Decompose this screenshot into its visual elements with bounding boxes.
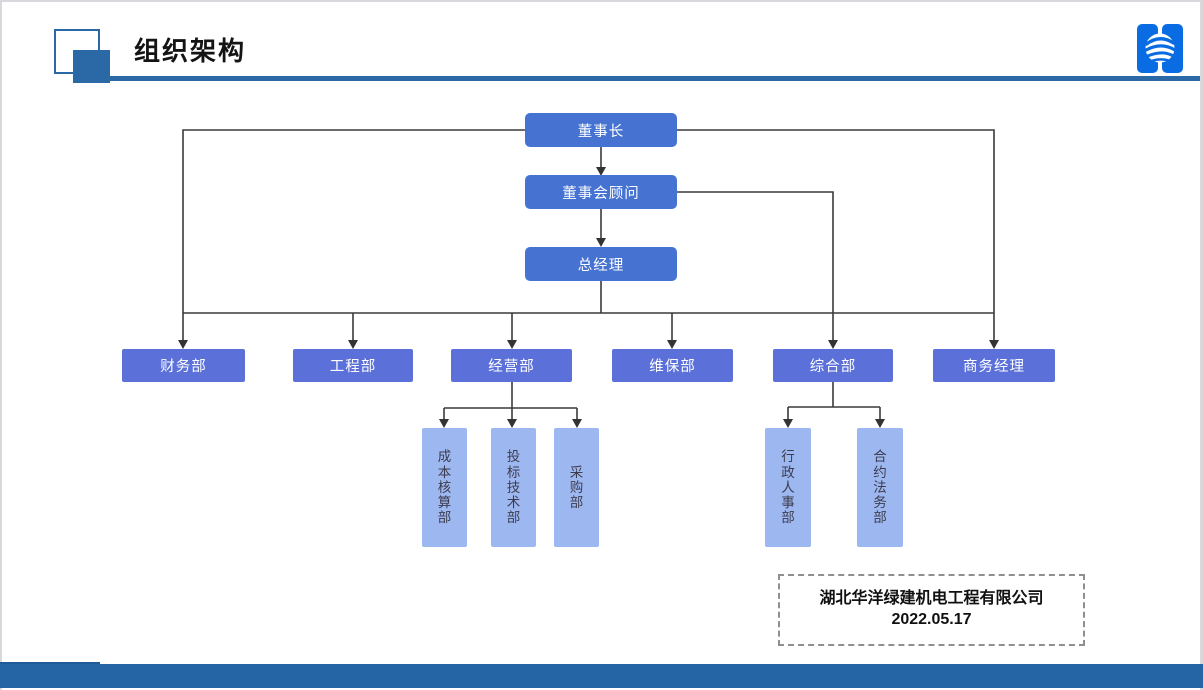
globe-logo-icon xyxy=(1137,24,1183,73)
company-name: 湖北华洋绿建机电工程有限公司 xyxy=(819,590,1044,608)
org-node-label: 维保部 xyxy=(649,359,696,375)
org-node-label: 经营部 xyxy=(488,359,535,375)
org-node-label: 工程部 xyxy=(329,359,377,375)
footer-bar xyxy=(0,664,1203,688)
org-node-cost-accounting-dept: 成本核算部 xyxy=(422,428,467,547)
org-node-label: 商务经理 xyxy=(963,359,1025,375)
org-node-label: 合约法务部 xyxy=(873,449,887,526)
org-node-bidding-technical-dept: 投标技术部 xyxy=(491,428,536,547)
org-node-finance-dept: 财务部 xyxy=(122,349,245,382)
org-node-business-manager: 商务经理 xyxy=(933,349,1055,382)
org-node-label: 董事会顾问 xyxy=(562,185,640,202)
org-node-operations-dept: 经营部 xyxy=(451,349,572,382)
title-underline xyxy=(110,76,1200,81)
org-node-maintenance-dept: 维保部 xyxy=(612,349,733,382)
page-title: 组织架构 xyxy=(134,36,247,66)
org-node-label: 董事长 xyxy=(577,123,625,140)
org-node-general-manager: 总经理 xyxy=(525,247,677,281)
title-deco-filled-square xyxy=(73,50,110,83)
org-node-label: 成本核算部 xyxy=(437,449,452,526)
org-node-chairman: 董事长 xyxy=(525,113,677,147)
org-node-procurement-dept: 采购部 xyxy=(554,428,599,547)
page-border-top xyxy=(0,0,1203,2)
note-date: 2022.05.17 xyxy=(891,611,972,628)
org-node-board-advisor: 董事会顾问 xyxy=(525,175,677,209)
org-node-label: 综合部 xyxy=(809,359,857,375)
org-node-general-affairs-dept: 综合部 xyxy=(773,349,893,382)
org-node-admin-hr-dept: 行政人事部 xyxy=(765,428,811,547)
company-note-box: 湖北华洋绿建机电工程有限公司 2022.05.17 xyxy=(778,574,1085,646)
page-border-left xyxy=(0,0,2,690)
page-border-right xyxy=(1200,0,1203,690)
org-node-contract-legal-dept: 合约法务部 xyxy=(857,428,903,547)
org-node-label: 财务部 xyxy=(160,359,207,375)
org-node-label: 投标技术部 xyxy=(506,449,521,526)
org-node-label: 行政人事部 xyxy=(781,449,795,526)
org-node-label: 采购部 xyxy=(569,464,584,511)
org-node-label: 总经理 xyxy=(577,257,625,274)
org-node-engineering-dept: 工程部 xyxy=(293,349,413,382)
